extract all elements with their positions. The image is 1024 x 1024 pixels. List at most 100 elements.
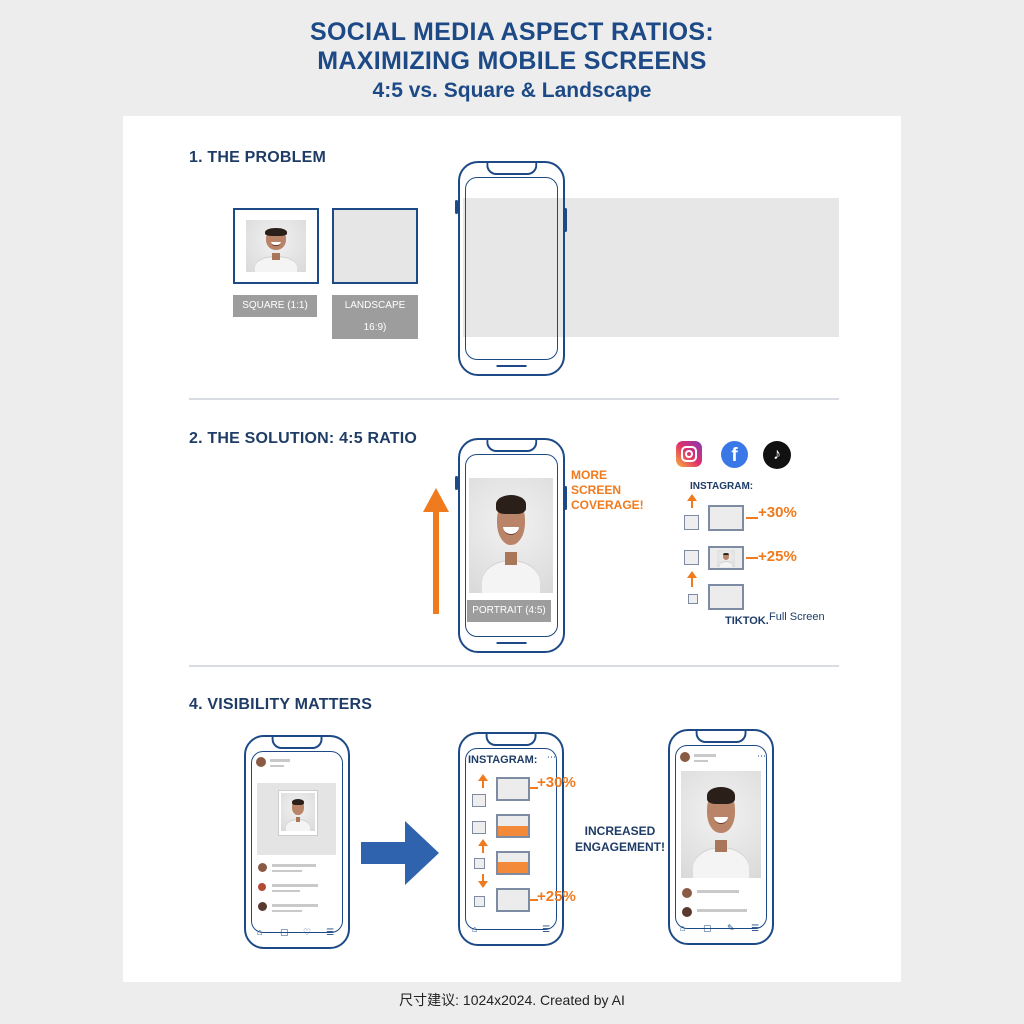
stat-connector (746, 517, 758, 519)
stat-rect-4 (496, 888, 530, 912)
title-line-1: SOCIAL MEDIA ASPECT RATIOS: (310, 18, 714, 46)
phone-notch (485, 440, 538, 452)
phone-screen (465, 177, 558, 360)
stat-1-label: +30% (537, 774, 576, 791)
engagement-callout: INCREASED ENGAGEMENT! (574, 823, 666, 855)
section-1-heading: 1. THE PROBLEM (189, 149, 327, 166)
arrow-up-icon (687, 571, 697, 578)
small-square (472, 794, 486, 807)
infographic-panel: 1. THE PROBLEM SQUARE (1:1) LANDSCAPE 16… (123, 116, 901, 982)
meta-line (694, 760, 708, 762)
username-line (270, 759, 290, 762)
facebook-icon: f (721, 441, 748, 468)
phone-stats: INSTAGRAM: ⋯ ⌂ ☰ (458, 732, 564, 946)
stat-rect-3 (708, 584, 744, 610)
coverage-line-2: SCREEN (571, 483, 622, 497)
title-line-2: MAXIMIZING MOBILE SCREENS (317, 47, 707, 75)
phone-notch (485, 734, 537, 746)
more-icon[interactable]: ⋯ (757, 751, 766, 761)
home-icon[interactable]: ⌂ (472, 924, 478, 934)
phone-notch (271, 737, 323, 749)
small-square (688, 594, 698, 604)
stat-person-photo (717, 550, 735, 567)
tiktok-label: TIKTOK. (725, 615, 769, 627)
more-icon[interactable]: ⋯ (547, 752, 556, 762)
instagram-label: INSTAGRAM: (468, 754, 538, 766)
phone-side-button (564, 486, 567, 510)
comment-line (697, 909, 747, 912)
engagement-line-1: INCREASED (584, 824, 656, 838)
landscape-band (463, 198, 839, 337)
edit-icon[interactable]: ✎ (727, 923, 735, 933)
coverage-line-3: COVERAGE! (571, 498, 644, 512)
phone-feed-after: ⋯ ⌂ ▢ ✎ ☰ (668, 729, 774, 945)
feed-media (257, 783, 336, 855)
phone-solution (458, 438, 565, 653)
arrow-stem (691, 496, 693, 508)
menu-icon[interactable]: ☰ (751, 923, 760, 933)
comment-avatar (682, 907, 692, 917)
phone-screen (251, 751, 343, 933)
bag-icon[interactable]: ▢ (280, 927, 289, 937)
small-square (684, 550, 699, 565)
stat-2-label: +25% (537, 888, 576, 905)
feed-person-photo (281, 793, 315, 831)
stat-connector (530, 899, 538, 901)
right-arrow-icon (361, 821, 439, 885)
fullscreen-label: Full Screen (769, 611, 825, 623)
phone-home-bar (496, 642, 527, 644)
comment-line (272, 904, 318, 907)
engagement-line-2: ENGAGEMENT! (575, 840, 665, 854)
arrow-up-icon (478, 774, 488, 781)
feed-person-photo (681, 771, 761, 878)
footer-caption: 尺寸建议: 1024x2024. Created by AI (399, 992, 625, 1008)
comment-line (272, 890, 300, 892)
phone-side-button (564, 208, 567, 232)
stat-rect-1 (708, 505, 744, 531)
bag-icon[interactable]: ▢ (703, 923, 712, 933)
comment-line (272, 870, 302, 872)
instagram-icon (676, 441, 702, 467)
comment-avatar (682, 888, 692, 898)
heart-icon[interactable]: ♡ (303, 927, 312, 937)
comment-avatar (258, 863, 267, 872)
home-icon[interactable]: ⌂ (680, 923, 686, 933)
small-square (472, 821, 486, 834)
menu-icon[interactable]: ☰ (542, 924, 551, 934)
landscape-label: LANDSCAPE 16:9) (332, 295, 418, 339)
square-person-photo (246, 220, 306, 272)
home-icon[interactable]: ⌂ (257, 927, 263, 937)
stat-rect-1 (496, 777, 530, 801)
stat-connector (746, 557, 758, 559)
section-2-heading: 2. THE SOLUTION: 4:5 RATIO (189, 430, 418, 447)
avatar (256, 757, 266, 767)
arrow-stem (482, 874, 484, 882)
comment-line (272, 884, 318, 887)
square-label: SQUARE (1:1) (233, 295, 317, 317)
menu-icon[interactable]: ☰ (326, 927, 335, 937)
tiktok-icon: ♪ (763, 441, 791, 469)
coverage-callout: MORE SCREEN COVERAGE! (571, 468, 644, 513)
subtitle: 4:5 vs. Square & Landscape (372, 79, 652, 102)
comment-line (272, 864, 316, 867)
small-square (474, 896, 485, 907)
orange-fill (498, 826, 528, 836)
stat-connector (530, 787, 538, 789)
phone-side-button (455, 200, 458, 214)
phone-problem (458, 161, 565, 376)
comment-avatar (258, 883, 266, 891)
phone-screen (675, 745, 767, 929)
meta-line (270, 765, 284, 767)
coverage-line-1: MORE (571, 468, 607, 482)
comment-avatar (258, 902, 267, 911)
up-arrow-icon (423, 488, 449, 614)
small-square (474, 858, 485, 869)
arrow-up-icon (687, 494, 697, 501)
phone-notch (695, 731, 747, 743)
comment-line (697, 890, 739, 893)
title-block: SOCIAL MEDIA ASPECT RATIOS: MAXIMIZING M… (0, 18, 1024, 106)
arrow-stem (482, 845, 484, 853)
portrait-label: PORTRAIT (4:5) (467, 600, 551, 622)
small-square (684, 515, 699, 530)
divider-1 (189, 398, 839, 400)
